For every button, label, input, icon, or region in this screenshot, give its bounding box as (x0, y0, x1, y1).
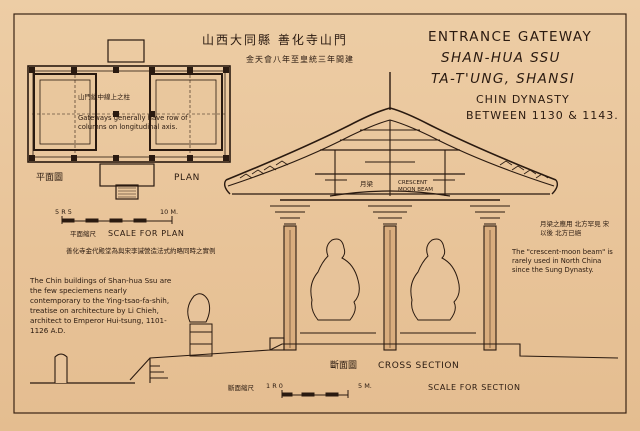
plan-scale-label: SCALE FOR PLAN (108, 229, 185, 238)
plan-scale-bar (61, 216, 173, 224)
beam-label-chinese: 月梁 (360, 180, 373, 188)
plan-note: Gateways generally have row of columns o… (78, 114, 188, 131)
plan-label: PLAN (174, 173, 200, 183)
beam-note-chinese: 月梁之應用 北方罕見 宋以後 北方已絕 (540, 220, 610, 237)
title-dates: BETWEEN 1130 & 1143. (466, 109, 619, 122)
human-figure (54, 353, 68, 383)
history-note-chinese: 善化寺金代殿堂為與宋李誡營造法式約略同時之實例 (66, 247, 216, 255)
guardian-statue-left (300, 238, 376, 334)
plan-scale-end: 10 M. (160, 208, 179, 216)
beam-label: CRESCENT MOON BEAM (398, 180, 434, 193)
title-line-2: SHAN-HUA SSU (441, 50, 561, 66)
beam-note: The "crescent-moon beam" is rarely used … (512, 248, 613, 274)
section-scale-end: 5 M. (358, 382, 372, 390)
section-label-chinese: 斷面圖 (330, 361, 358, 371)
section-scale-label: SCALE FOR SECTION (428, 383, 521, 392)
cross-section-drawing (30, 72, 619, 384)
plan-note-chinese: 山門縱中線上之柱 (78, 93, 130, 101)
title-chinese-date: 金天會八年至皇統三年間建 (246, 55, 354, 64)
stone-lion (187, 293, 213, 357)
sheet-border (13, 13, 627, 414)
history-note: The Chin buildings of Shan-hua Ssu are t… (30, 276, 172, 335)
bracket-sets (270, 161, 510, 225)
title-chinese: 山西大同縣 善化寺山門 (202, 33, 348, 47)
title-dynasty: CHIN DYNASTY (476, 93, 570, 106)
section-scale-chinese: 斷面縮尺 (228, 384, 254, 392)
plan-drawing (27, 39, 231, 200)
plan-scale-chinese: 平面縮尺 (70, 230, 96, 238)
title-line-3: TA-T'UNG, SHANSI (431, 71, 576, 87)
plan-scale-start: 5 R 5 (55, 208, 72, 216)
section-scale-bar (281, 390, 349, 398)
plan-label-chinese: 平面圖 (36, 173, 64, 183)
section-scale-start: 1 R 0 (266, 382, 283, 390)
guardian-statue-right (400, 238, 476, 334)
section-label: CROSS SECTION (378, 361, 460, 371)
title-line-1: ENTRANCE GATEWAY (428, 29, 593, 45)
